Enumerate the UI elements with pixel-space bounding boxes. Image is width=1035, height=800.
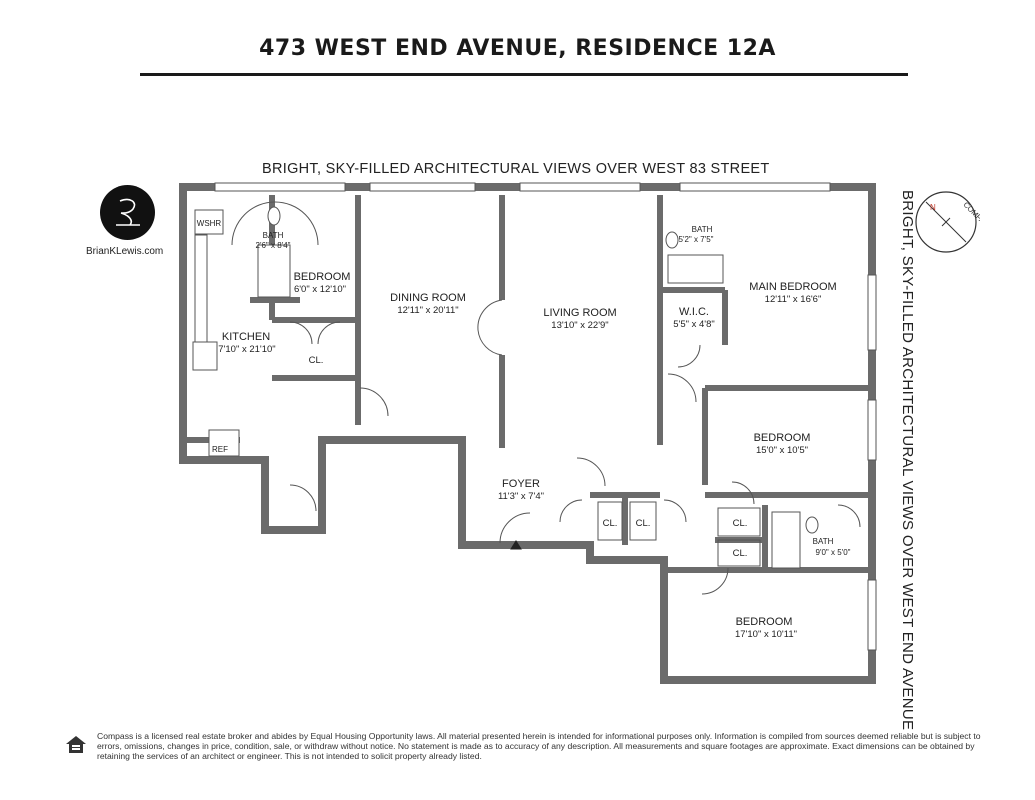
compass-icon: N COMPASS (915, 191, 980, 253)
door-swing-main-bedroom (667, 373, 697, 403)
door-swing-hall (576, 457, 606, 487)
legal-disclaimer: Compass is a licensed real estate broker… (97, 731, 981, 761)
foyer-name: FOYER (502, 478, 540, 490)
bedroom-small-name: BEDROOM (294, 271, 351, 283)
main-bedroom-dims: 12'11" x 16'6" (765, 294, 822, 305)
bath2-dims: 5'2" x 7'5" (679, 235, 714, 244)
closet-hall-2 (629, 501, 657, 541)
closet-label-5: CL. (733, 548, 748, 559)
closet-label-4: CL. (733, 518, 748, 529)
fridge-label: REF (212, 445, 228, 454)
door-swing-cl-1 (559, 499, 583, 523)
title-underline (140, 73, 908, 76)
toilet-1 (267, 206, 281, 226)
dining-room-dims: 12'11" x 20'11" (397, 305, 458, 316)
closet-label-3: CL. (636, 518, 651, 529)
equal-housing-icon (66, 736, 86, 753)
compass-north-label: N (930, 203, 936, 212)
exterior-wall (179, 183, 876, 684)
washer-label: WSHR (197, 219, 222, 228)
door-swing-wic (677, 344, 701, 368)
bath3-dims: 9'0" x 5'0" (816, 548, 851, 557)
north-window-2 (369, 182, 476, 192)
washer (194, 209, 224, 235)
dining-room-name: DINING ROOM (390, 292, 466, 304)
toilet-3 (805, 516, 819, 534)
door-swing-bath3 (837, 504, 861, 528)
bath1-name: BATH (263, 231, 284, 240)
foyer-dims: 11'3" x 7'4" (498, 491, 544, 502)
wic-name: W.I.C. (679, 306, 709, 318)
bathtub-3 (771, 511, 801, 569)
north-view-caption: BRIGHT, SKY-FILLED ARCHITECTURAL VIEWS O… (262, 161, 770, 177)
bedroom-mid-name: BEDROOM (754, 432, 811, 444)
east-window-3 (867, 579, 877, 651)
fridge (208, 429, 240, 457)
closet-label-2: CL. (603, 518, 618, 529)
bath3-name: BATH (813, 537, 834, 546)
bath1-dims: 2'6" x 8'4" (256, 241, 291, 250)
kitchen-dims: 7'10" x 21'10" (218, 344, 275, 355)
closet-hall-3 (717, 507, 761, 537)
bedroom-mid-dims: 15'0" x 10'5" (756, 445, 808, 456)
bedroom-small-dims: 6'0" x 12'10" (294, 284, 346, 295)
bedroom-se-name: BEDROOM (736, 616, 793, 628)
north-window-3 (519, 182, 641, 192)
bathtub-1 (257, 244, 291, 298)
north-window-1 (214, 182, 346, 192)
east-window-1 (867, 274, 877, 351)
toilet-2 (665, 231, 679, 249)
living-room-name: LIVING ROOM (543, 307, 616, 319)
door-swing-closet-right (317, 321, 341, 345)
brand-logo-icon (100, 185, 155, 240)
door-swing-dining-living (477, 299, 503, 356)
closet-hall-1 (597, 501, 623, 541)
kitchen-name: KITCHEN (222, 331, 270, 343)
closet-hall-4 (717, 539, 761, 567)
north-window-4 (679, 182, 831, 192)
bathtub-2 (667, 254, 724, 284)
living-room-dims: 13'10" x 22'9" (551, 320, 608, 331)
door-swing-bath1 (231, 201, 319, 246)
stove (192, 341, 218, 371)
door-swing-closet-left (289, 321, 313, 345)
east-window-2 (867, 399, 877, 461)
page-title: 473 WEST END AVENUE, RESIDENCE 12A (259, 36, 776, 61)
door-swing-service (289, 484, 317, 512)
door-swing-foyer (499, 512, 531, 544)
main-bedroom-name: MAIN BEDROOM (749, 281, 836, 293)
door-swing-cl-2 (663, 499, 687, 523)
door-swing-bedroom-hall (359, 387, 389, 417)
bath2-name: BATH (692, 225, 713, 234)
wic-dims: 5'5" x 4'8" (673, 319, 715, 330)
bedroom-se-dims: 17'10" x 10'11" (735, 629, 797, 640)
door-swing-se-bedroom (701, 567, 729, 595)
brand-website: BrianKLewis.com (86, 246, 164, 257)
door-swing-bedroom-mid (731, 481, 755, 505)
closet-label-1: CL. (309, 355, 324, 366)
entry-arrow-icon (510, 540, 522, 550)
